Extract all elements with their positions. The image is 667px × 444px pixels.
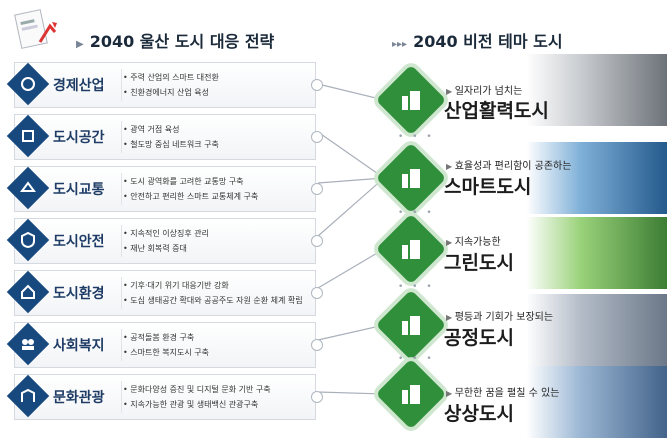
bullet-item: 기후·대기 위기 대응기반 강화: [123, 278, 303, 293]
connector-node: [311, 391, 323, 403]
separator-dots: • • •: [398, 354, 435, 364]
separator-dots: • • •: [398, 208, 435, 218]
report-icon: [14, 9, 57, 49]
bullet-item: 지속적인 이상징후 관리: [123, 226, 209, 241]
connector-node: [311, 131, 323, 143]
theme-background: [440, 366, 667, 438]
divider: [121, 121, 122, 153]
divider: [121, 277, 122, 309]
connector-node: [311, 235, 323, 247]
theme-title: 스마트도시: [444, 176, 532, 198]
right-section-title: ▸▸▸2040 비전 테마 도시: [392, 32, 563, 51]
environment-icon: [6, 270, 50, 314]
connector-line: [317, 248, 385, 289]
divider: [121, 225, 122, 257]
category-culture-tourism: 문화관광 문화다양성 증진 및 디지털 문화 기반 구축 지속가능한 관광 및 …: [6, 374, 323, 420]
building-icon: [375, 142, 447, 214]
connector-line: [317, 177, 385, 184]
theme-title: 상상도시: [444, 403, 514, 425]
bullet-item: 광역 거점 육성: [123, 122, 219, 137]
category-label: 경제산업: [53, 78, 105, 94]
connector-node: [311, 79, 323, 91]
bullet-item: 주력 산업의 스마트 대전환: [123, 70, 219, 85]
bullet-item: 재난 회복력 증대: [123, 241, 209, 256]
theme-background: [440, 294, 667, 366]
category-label: 문화관광: [53, 390, 105, 406]
connector-line: [317, 83, 385, 101]
bullet-item: 친환경에너지 산업 육성: [123, 85, 219, 100]
connector-node: [311, 287, 323, 299]
safety-icon: [6, 218, 50, 262]
building-icon: [375, 358, 447, 430]
bullet-item: 도시 광역화를 고려한 교통망 구축: [123, 174, 258, 189]
category-economy: 경제산업 주력 산업의 스마트 대전환 친환경에너지 산업 육성: [6, 62, 323, 108]
bullet-item: 공적돌봄 환경 구축: [123, 330, 209, 345]
theme-background: [440, 142, 667, 214]
culture-icon: [6, 374, 50, 418]
bullet-item: 도심 생태공간 확대와 공공주도 자원 순환 체계 확립: [123, 293, 302, 308]
connector-node: [311, 183, 323, 195]
divider: [121, 173, 122, 205]
transport-icon: [6, 166, 50, 210]
connector-line: [317, 131, 385, 179]
economy-icon: [6, 62, 50, 106]
bullet-item: 스마트한 복지도시 구축: [123, 345, 209, 360]
building-icon: [375, 213, 447, 285]
theme-subtitle: 효율성과 편리함이 공존하는: [446, 157, 572, 172]
separator-dots: • • •: [398, 282, 435, 292]
category-safety: 도시안전 지속적인 이상징후 관리 재난 회복력 증대: [6, 218, 323, 264]
theme-subtitle: 지속가능한: [446, 233, 501, 248]
category-environment: 도시환경 기후·대기 위기 대응기반 강화 도심 생태공간 확대와 공공주도 자…: [6, 270, 323, 316]
category-label: 도시안전: [53, 234, 105, 250]
welfare-icon: [6, 322, 50, 366]
connector-line: [317, 391, 385, 395]
bullet-item: 문화다양성 증진 및 디지털 문화 기반 구축: [123, 382, 270, 397]
category-transport: 도시교통 도시 광역화를 고려한 교통망 구축 안전하고 편리한 스마트 교통체…: [6, 166, 323, 212]
urban-space-icon: [6, 114, 50, 158]
theme-title: 산업활력도시: [444, 100, 549, 122]
theme-title: 그린도시: [444, 252, 514, 274]
separator-dots: • • •: [398, 132, 435, 142]
category-urban-space: 도시공간 광역 거점 육성 철도망 중심 네트워크 구축: [6, 114, 323, 160]
bullet-item: 지속가능한 관광 및 생태백신 관광구축: [123, 397, 271, 412]
theme-background: [440, 217, 667, 289]
connector-line: [317, 177, 385, 237]
category-label: 사회복지: [53, 338, 105, 354]
theme-subtitle: 평등과 기회가 보장되는: [446, 308, 553, 323]
category-label: 도시교통: [53, 182, 105, 198]
theme-title: 공정도시: [444, 327, 514, 349]
theme-subtitle: 무한한 꿈을 펼칠 수 있는: [446, 384, 560, 399]
bullet-item: 철도망 중심 네트워크 구축: [123, 137, 219, 152]
left-section-title: ▶2040 울산 도시 대응 전략: [76, 32, 275, 51]
bullet-item: 안전하고 편리한 스마트 교통체계 구축: [123, 189, 258, 204]
building-icon: [375, 289, 447, 361]
divider: [121, 329, 122, 361]
title-marker-icon: ▶: [76, 39, 84, 50]
connector-line: [317, 324, 385, 341]
category-label: 도시환경: [53, 286, 105, 302]
title-marker-icon: ▸▸▸: [392, 39, 408, 50]
building-icon: [375, 64, 447, 136]
connector-node: [311, 339, 323, 351]
divider: [121, 69, 122, 101]
category-label: 도시공간: [53, 130, 105, 146]
divider: [121, 381, 122, 413]
category-welfare: 사회복지 공적돌봄 환경 구축 스마트한 복지도시 구축: [6, 322, 323, 368]
theme-subtitle: 일자리가 넘치는: [446, 82, 523, 97]
